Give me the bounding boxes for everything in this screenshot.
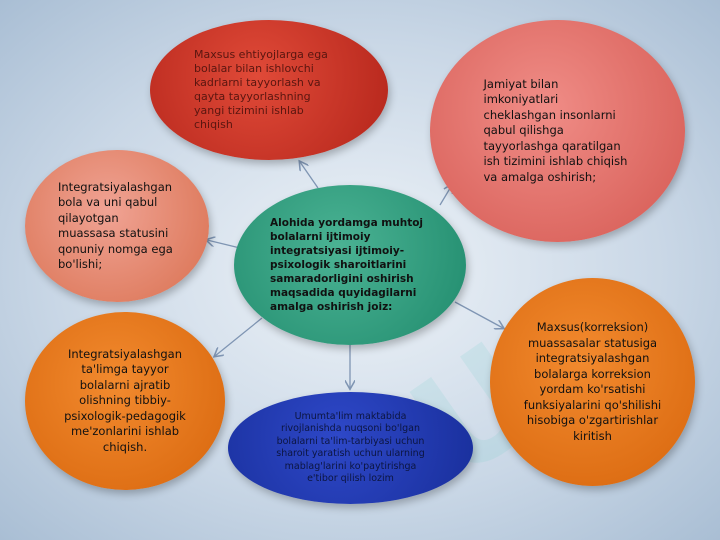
arrow-to-top [300, 162, 319, 189]
center-text: Alohida yordamga muhtoj bolalarni ijtimo… [270, 217, 424, 313]
bottom-left-text: Integratsiyalashgan ta'limga tayyor bola… [64, 346, 186, 454]
right-text: Maxsus(korreksion) muassasalar statusiga… [523, 320, 662, 443]
arrow-to-bottom-left [215, 317, 263, 356]
left-text: Integratsiyalashgan bola va uni qabul qi… [58, 179, 173, 272]
left-bubble: Integratsiyalashgan bola va uni qabul qi… [25, 150, 209, 302]
top-bubble: Maxsus ehtiyojlarga ega bolalar bilan is… [150, 20, 388, 160]
top-right-text: Jamiyat bilan imkoniyatlari cheklashgan … [483, 76, 628, 184]
top-right-bubble: Jamiyat bilan imkoniyatlari cheklashgan … [430, 20, 685, 242]
bottom-bubble: Umumta'lim maktabida rivojlanishda nuqso… [228, 392, 473, 504]
bottom-left-bubble: Integratsiyalashgan ta'limga tayyor bola… [25, 312, 225, 490]
arrow-to-right [454, 301, 503, 328]
bottom-text: Umumta'lim maktabida rivojlanishda nuqso… [276, 410, 425, 485]
top-text: Maxsus ehtiyojlarga ega bolalar bilan is… [194, 48, 328, 131]
arrow-to-left [207, 240, 241, 249]
right-bubble: Maxsus(korreksion) muassasalar statusiga… [490, 278, 695, 486]
center-bubble: Alohida yordamga muhtoj bolalarni ijtimo… [234, 185, 466, 345]
